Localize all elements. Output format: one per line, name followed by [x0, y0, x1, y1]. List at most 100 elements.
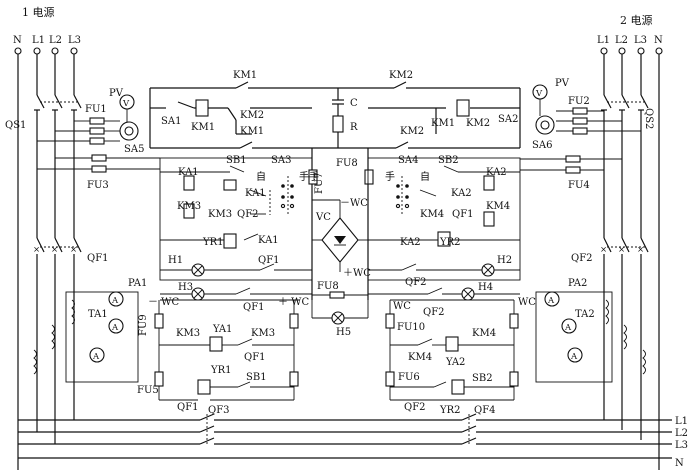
- qf2-bottom-label: QF2: [404, 402, 426, 413]
- qf1-lamp-label: QF1: [258, 255, 280, 266]
- sa5-label: SA5: [124, 144, 144, 155]
- sb1-lower-label: SB1: [246, 372, 267, 383]
- sa2-label: SA2: [498, 114, 518, 125]
- fu9-label: FU9: [138, 314, 149, 336]
- minus-wc-center-label: －WC: [340, 198, 368, 209]
- ya1-label: YA1: [212, 324, 232, 335]
- vc-label: VC: [315, 212, 331, 223]
- svg-text:L1: L1: [32, 35, 45, 46]
- left-feeder-lines: [17, 54, 82, 470]
- km1-nc-right-label: KM1: [431, 118, 455, 129]
- qf2-h4-label: QF2: [423, 307, 445, 318]
- svg-text:L1: L1: [597, 35, 610, 46]
- fu8-bottom-label: FU8: [317, 281, 339, 292]
- km1-coil-label: KM1: [191, 122, 215, 133]
- right-fu2-fuses: [556, 107, 641, 135]
- pa1-label: PA1: [128, 278, 147, 289]
- qf1-bottom-label: QF1: [177, 402, 199, 413]
- right-ammeters: A A A: [535, 291, 646, 383]
- fu6-label: FU6: [398, 372, 420, 383]
- svg-text:L2: L2: [615, 35, 628, 46]
- center-bottom-fu8-h5: [311, 291, 369, 325]
- ka1-contact-label: KA1: [245, 188, 266, 199]
- manual-left-label: 手: [299, 170, 309, 183]
- fu8-top-label: FU8: [336, 158, 358, 169]
- bottom-bus: [18, 413, 672, 459]
- svg-text:V: V: [535, 89, 543, 99]
- svg-text:×: ×: [618, 245, 625, 255]
- svg-text:×: ×: [637, 245, 644, 255]
- ya2-label: YA2: [445, 357, 465, 368]
- svg-text:L3: L3: [68, 35, 81, 46]
- ka1-coil-label: KA1: [178, 167, 199, 178]
- km3-lower-right-label: KM3: [251, 328, 275, 339]
- plus-wc-center-label: ＋WC: [343, 268, 371, 279]
- left-source-terminals: N L1 L2 L3: [13, 35, 81, 55]
- right-indicator-lamps: [368, 263, 520, 301]
- sa1-label: SA1: [161, 116, 181, 127]
- manual-right-label: 手: [385, 170, 395, 183]
- wc-far-right-label: WC: [518, 297, 536, 308]
- sb2-lower-label: SB2: [472, 373, 493, 384]
- ka2-nc-label: KA2: [400, 237, 421, 248]
- ka2-coil-label: KA2: [486, 167, 507, 178]
- capacitor-c-label: C: [350, 98, 358, 109]
- fu4-label: FU4: [568, 180, 590, 191]
- left-lower-control: [154, 299, 300, 401]
- pv-right-label: PV: [555, 78, 570, 89]
- fu5-label: FU5: [137, 385, 159, 396]
- ka2-contact-label: KA2: [451, 188, 472, 199]
- qf2-main-label: QF2: [571, 253, 593, 264]
- right-fu4-fuses: [520, 155, 622, 174]
- right-lower-control: [385, 299, 519, 401]
- left-fu3-fuses: [37, 154, 160, 173]
- qf1-h3-label: QF1: [243, 302, 265, 313]
- svg-text:A: A: [564, 323, 572, 333]
- right-source-terminals: L1 L2 L3 N: [597, 35, 663, 55]
- svg-text:A: A: [111, 296, 119, 306]
- qf3-label: QF3: [208, 405, 230, 416]
- svg-text:N: N: [654, 35, 663, 46]
- left-source-title: 1 电源: [22, 5, 55, 19]
- fu3-label: FU3: [87, 180, 109, 191]
- bus-n-label: N: [675, 458, 684, 469]
- bus-l2-label: L2: [675, 428, 688, 439]
- right-qf2-breaker: × × ×: [600, 237, 649, 440]
- svg-text:N: N: [13, 35, 22, 46]
- yr1-left-label: YR1: [202, 237, 224, 248]
- left-fu1-fuses: [37, 117, 120, 145]
- qf2-lamp-label: QF2: [405, 277, 427, 288]
- svg-text:×: ×: [51, 245, 58, 255]
- km2-nc-left-label: KM2: [240, 110, 264, 121]
- qf2-left-label: QF2: [237, 209, 259, 220]
- h3-label: H3: [178, 282, 193, 293]
- left-indicator-lamps: [160, 263, 312, 301]
- km2-top-label: KM2: [389, 70, 413, 81]
- sa6-label: SA6: [532, 140, 552, 151]
- yr2-right-label: YR2: [439, 237, 461, 248]
- fu2-label: FU2: [568, 96, 590, 107]
- ka1-nc-label: KA1: [258, 235, 279, 246]
- bus-l1-label: L1: [675, 416, 688, 427]
- minus-wc-left-label: － WC: [148, 297, 179, 308]
- bus-l3-label: L3: [675, 440, 688, 451]
- h4-label: H4: [478, 282, 493, 293]
- km1-top-label: KM1: [233, 70, 257, 81]
- km4-contact-label: KM4: [420, 209, 444, 220]
- svg-text:A: A: [570, 352, 578, 362]
- qs2-label: QS2: [643, 108, 654, 129]
- pa2-label: PA2: [568, 278, 587, 289]
- km3-left-label: KM3: [177, 201, 201, 212]
- km3-contact-label: KM3: [208, 209, 232, 220]
- left-qf1-breaker: × × ×: [33, 237, 82, 440]
- svg-text:×: ×: [70, 245, 77, 255]
- top-control-rails: [149, 81, 521, 149]
- qs1-label: QS1: [5, 120, 26, 131]
- fu7-label: FU7: [314, 172, 325, 194]
- yr2-lower-label: YR2: [439, 405, 461, 416]
- fu1-label: FU1: [85, 104, 107, 115]
- wc-right-label: WC: [393, 301, 411, 312]
- km4-right-label: KM4: [486, 201, 510, 212]
- svg-text:L3: L3: [634, 35, 647, 46]
- svg-text:L2: L2: [49, 35, 62, 46]
